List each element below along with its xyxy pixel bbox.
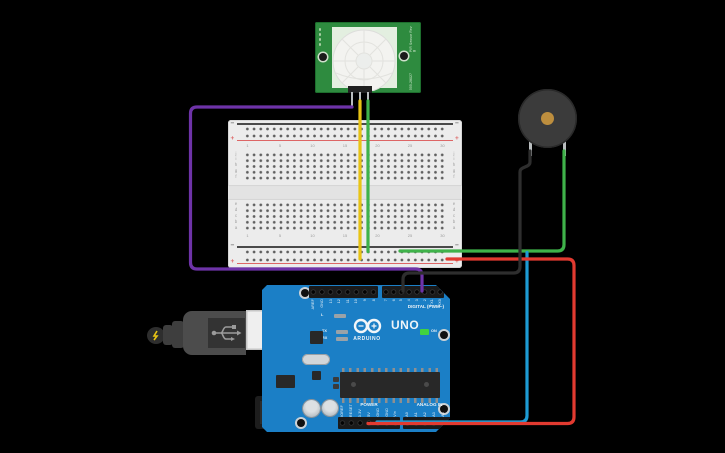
usb-cable-ring: [172, 321, 184, 348]
usb-interface-chip: [310, 331, 323, 344]
led-rx-label: RX: [322, 336, 328, 340]
rail-negative-line: [237, 246, 453, 248]
ic-pins: [342, 367, 438, 373]
digital-header-right[interactable]: [382, 286, 444, 298]
pir-screw-hole: [400, 52, 408, 60]
rail-positive-line: [237, 262, 453, 264]
power-on-led: [420, 328, 429, 335]
wire-buzzer-signal[interactable]: [401, 149, 532, 293]
led-rx: [336, 336, 348, 341]
led-tx-label: TX: [322, 329, 327, 333]
arduino-logo-icon: [353, 318, 382, 334]
led-l: [334, 313, 346, 318]
ic-notch: [351, 382, 356, 387]
lightning-icon: [152, 330, 159, 341]
ic-pins: [342, 397, 438, 403]
usb-cable-ring: [163, 325, 173, 345]
usb-cable-tip: [147, 327, 165, 344]
pir-pin-header: [356, 86, 364, 93]
buzzer-leg[interactable]: [562, 140, 566, 156]
pir-pin-header: [364, 86, 372, 93]
center-channel: [228, 184, 462, 200]
voltage-regulator: [276, 375, 295, 388]
rail-plus-sign: +: [455, 135, 459, 142]
buzzer-center-contact: [540, 111, 554, 125]
pir-jumper-pad: [318, 43, 322, 46]
pir-pin-header: [348, 86, 356, 93]
led-tx: [336, 329, 348, 334]
wire-buzzer-ground[interactable]: [398, 149, 566, 253]
rail-minus-sign: −: [455, 242, 459, 249]
small-chip: [312, 371, 321, 380]
usb-trident-icon: [211, 325, 242, 341]
digital-header-label: DIGITAL (PWM~): [407, 304, 444, 309]
usb-cable-plug[interactable]: [183, 311, 246, 355]
rail-holes[interactable]: [244, 249, 446, 255]
terminal-holes-top[interactable]: [244, 151, 446, 181]
wire-ground[interactable]: [375, 250, 529, 424]
rail-minus-sign: −: [230, 119, 235, 127]
mounting-hole: [301, 288, 309, 297]
atmega-ic: [340, 372, 440, 398]
wire-pir-signal[interactable]: [188, 105, 424, 293]
rail-minus-sign: −: [230, 242, 235, 249]
capacitor: [303, 399, 320, 417]
power-header-label: POWER: [360, 401, 378, 407]
pir-jumper-pad: [318, 28, 322, 31]
rail-holes[interactable]: [244, 256, 446, 263]
analog-header-label: ANALOG IN: [416, 401, 443, 407]
mounting-hole: [297, 419, 305, 427]
capacitor-smd: [333, 384, 339, 389]
pir-motion-sensor[interactable]: PIR Sensor Rev B 555-28027: [315, 22, 421, 107]
arduino-model: UNO: [391, 318, 420, 332]
terminal-holes-bottom[interactable]: [244, 202, 446, 232]
rail-plus-sign: +: [230, 135, 235, 142]
buzzer-leg[interactable]: [528, 140, 532, 156]
pir-screw-hole: [319, 53, 327, 61]
pir-dome-icon: [332, 29, 396, 91]
digital-header-left[interactable]: [309, 286, 378, 298]
led-l-label: L: [321, 313, 324, 317]
rail-holes[interactable]: [244, 125, 446, 132]
pir-jumper-pad: [318, 38, 322, 41]
wire-power-5v[interactable]: [366, 257, 576, 426]
arduino-brand: ARDUINO: [353, 336, 381, 342]
rail-plus-sign: +: [455, 258, 459, 265]
ic-dot: [424, 382, 429, 387]
pir-pin[interactable]: [350, 92, 354, 107]
rail-plus-sign: +: [230, 258, 235, 265]
pir-jumper-pad: [318, 33, 322, 36]
power-on-label: ON: [431, 329, 437, 333]
capacitor: [322, 399, 338, 416]
usb-plug-face: [208, 318, 245, 348]
rail-negative-line: [237, 123, 453, 125]
rail-holes[interactable]: [244, 133, 446, 139]
rail-minus-sign: −: [455, 119, 459, 127]
mounting-hole: [440, 405, 448, 413]
crystal-oscillator: [302, 354, 330, 365]
rail-positive-line: [237, 139, 453, 141]
mounting-hole: [440, 330, 448, 339]
capacitor-smd: [333, 377, 339, 382]
